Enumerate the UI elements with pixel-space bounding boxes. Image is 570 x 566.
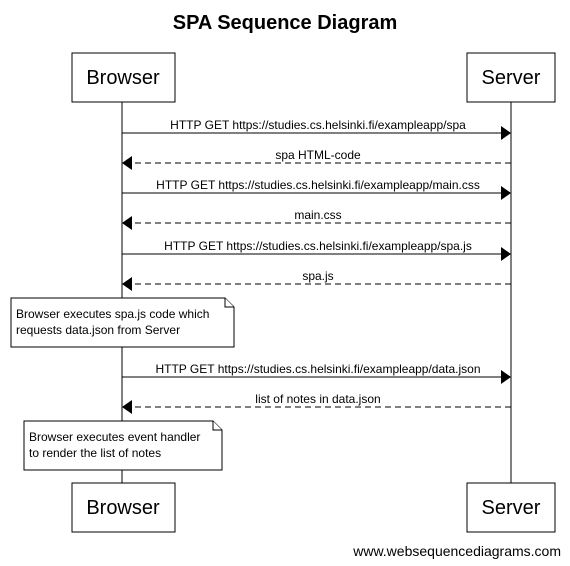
actor-label: Browser xyxy=(86,67,160,89)
diagram-title: SPA Sequence Diagram xyxy=(173,12,398,34)
actor-label: Server xyxy=(482,497,541,519)
note-line: Browser executes spa.js code which xyxy=(16,307,209,321)
arrow-left-icon xyxy=(122,400,132,414)
arrow-left-icon xyxy=(122,216,132,230)
note-line: requests data.json from Server xyxy=(16,323,180,337)
message-label: HTTP GET https://studies.cs.helsinki.fi/… xyxy=(155,362,480,376)
arrow-right-icon xyxy=(501,126,511,140)
arrow-right-icon xyxy=(501,247,511,261)
arrow-right-icon xyxy=(501,370,511,384)
arrow-right-icon xyxy=(501,186,511,200)
message-7: HTTP GET https://studies.cs.helsinki.fi/… xyxy=(122,362,511,384)
message-label: HTTP GET https://studies.cs.helsinki.fi/… xyxy=(156,178,480,192)
actor-browser-bottom: Browser xyxy=(71,482,176,533)
actor-label: Browser xyxy=(86,497,160,519)
message-label: HTTP GET https://studies.cs.helsinki.fi/… xyxy=(164,239,472,253)
arrow-left-icon xyxy=(122,277,132,291)
message-6: spa.js xyxy=(122,269,511,291)
message-label: main.css xyxy=(294,208,341,222)
arrow-left-icon xyxy=(122,156,132,170)
message-3: HTTP GET https://studies.cs.helsinki.fi/… xyxy=(122,178,511,200)
note-line: Browser executes event handler xyxy=(29,430,200,444)
actor-label: Server xyxy=(482,67,541,89)
actor-server-top: Server xyxy=(466,52,556,103)
message-label: spa.js xyxy=(302,269,333,283)
message-1: HTTP GET https://studies.cs.helsinki.fi/… xyxy=(122,118,511,140)
note-line: to render the list of notes xyxy=(29,446,161,460)
message-2: spa HTML-code xyxy=(122,148,511,170)
note-1: Browser executes spa.js code which reque… xyxy=(10,297,235,348)
message-label: HTTP GET https://studies.cs.helsinki.fi/… xyxy=(170,118,466,132)
message-5: HTTP GET https://studies.cs.helsinki.fi/… xyxy=(122,239,511,261)
message-label: spa HTML-code xyxy=(275,148,361,162)
actor-server-bottom: Server xyxy=(466,482,556,533)
footer-link[interactable]: www.websequencediagrams.com xyxy=(352,543,561,559)
note-2: Browser executes event handler to render… xyxy=(23,420,223,471)
message-label: list of notes in data.json xyxy=(255,392,380,406)
message-8: list of notes in data.json xyxy=(122,392,511,414)
message-4: main.css xyxy=(122,208,511,230)
actor-browser-top: Browser xyxy=(71,52,176,103)
